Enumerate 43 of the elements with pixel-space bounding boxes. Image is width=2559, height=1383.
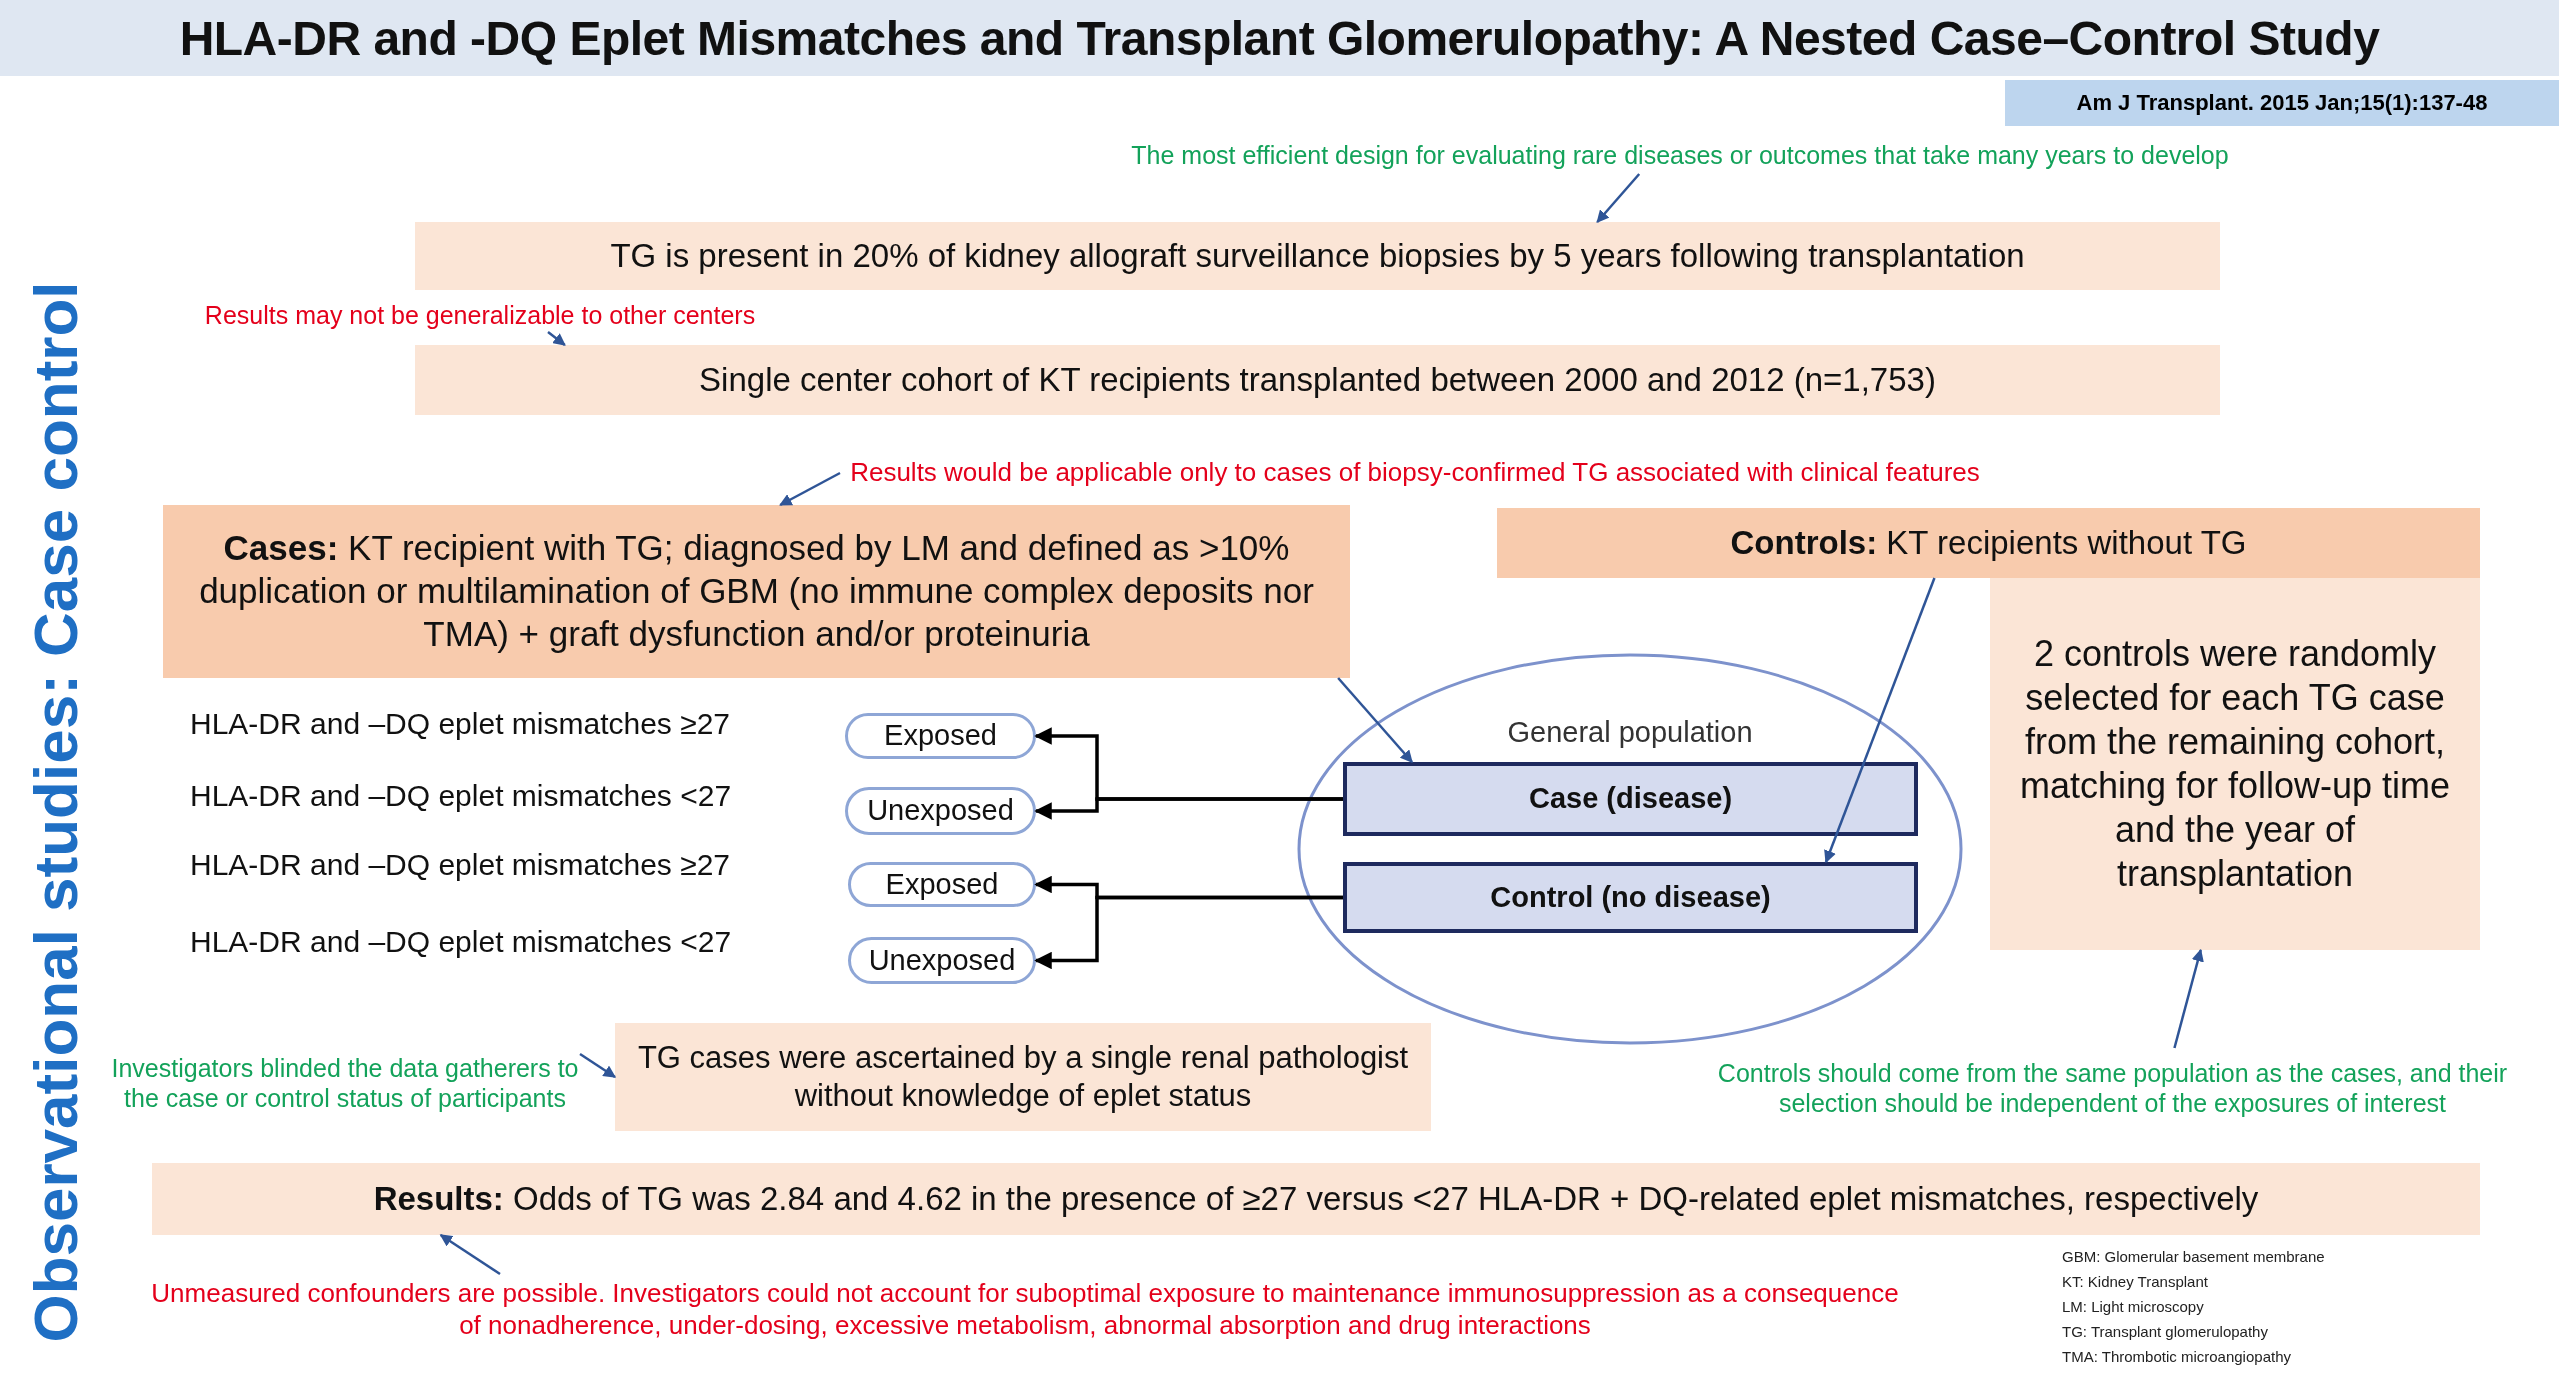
mismatch-label: HLA-DR and –DQ eplet mismatches <27 [190,779,732,813]
leader-arrow [547,331,566,346]
population-ellipse [1297,653,1963,1045]
mismatch-label: HLA-DR and –DQ eplet mismatches <27 [190,925,732,959]
info-box: TG is present in 20% of kidney allograft surveillance biopsies by 5 years following transplantation [415,222,2220,290]
abbreviation-note: GBM: Glomerular basement membrane [2062,1248,2325,1265]
leader-arrow [1824,577,1936,864]
exposure-pill: Exposed [848,862,1036,907]
info-box: 2 controls were randomly selected for each TG case from the remaining cohort, matching for follow-up time and the year of transplantation [1990,578,2480,950]
abbreviation-note: TG: Transplant glomerulopathy [2062,1323,2268,1340]
leader-arrow [2173,948,2204,1049]
mismatch-label: HLA-DR and –DQ eplet mismatches ≥27 [190,707,730,741]
leader-arrow [1596,173,1641,223]
leader-arrow [439,1233,501,1276]
info-box: Single center cohort of KT recipients transplanted between 2000 and 2012 (n=1,753) [415,345,2220,415]
note-text: The most efficient design for evaluating rare diseases or outcomes that take many years to develop [1000,136,2360,174]
group-box: Case (disease) [1343,762,1918,836]
abbreviation-note: TMA: Thrombotic microangiopathy [2062,1348,2291,1365]
group-box: Control (no disease) [1343,862,1918,933]
definition-box: Cases: KT recipient with TG; diagnosed by LM and defined as >10% duplication or multilamination of GBM (no immune complex deposits nor TMA) + graft dysfunction and/or proteinuria [163,505,1350,678]
warning-note: Results may not be generalizable to other centers [140,298,820,332]
citation-label: Am J Transplant. 2015 Jan;15(1):137-48 [2005,80,2559,126]
warning-note: Unmeasured confounders are possible. Investigators could not account for suboptimal exposure to maintenance immunosuppression as a consequence of nonadherence, under-dosing, excessive metabolism, abnormal absorption and drug interactions [150,1274,1900,1346]
note-text: Investigators blinded the data gatherers to the case or control status of participants [110,1025,580,1141]
exposure-pill: Unexposed [848,937,1036,984]
abbreviation-note: LM: Light microscopy [2062,1298,2204,1315]
info-box: Results: Odds of TG was 2.84 and 4.62 in the presence of ≥27 versus <27 HLA-DR + DQ-related eplet mismatches, respectively [152,1163,2480,1235]
exposure-pill: Exposed [845,713,1036,759]
branch-arrow [1034,895,1343,970]
note-text: Controls should come from the same population as the cases, and their selection should be independent of the exposures of interest [1670,1048,2555,1128]
exposure-pill: Unexposed [845,787,1036,835]
info-box: TG cases were ascertained by a single renal pathologist without knowledge of eplet status [615,1023,1431,1131]
branch-arrow [1034,797,1343,820]
definition-box: Controls: KT recipients without TG [1497,508,2480,578]
leader-arrow [579,1052,617,1079]
group-label: General population [1506,715,1754,750]
abbreviation-note: KT: Kidney Transplant [2062,1273,2208,1290]
leader-arrow [779,471,841,507]
side-title: Observational studies: Case control [19,281,91,1343]
leader-arrow [1337,677,1413,763]
mismatch-label: HLA-DR and –DQ eplet mismatches ≥27 [190,848,730,882]
title: HLA-DR and -DQ Eplet Mismatches and Transplant Glomerulopathy: A Nested Case–Control Study [0,0,2559,76]
warning-note: Results would be applicable only to cases of biopsy-confirmed TG associated with clinical features [840,455,1990,491]
